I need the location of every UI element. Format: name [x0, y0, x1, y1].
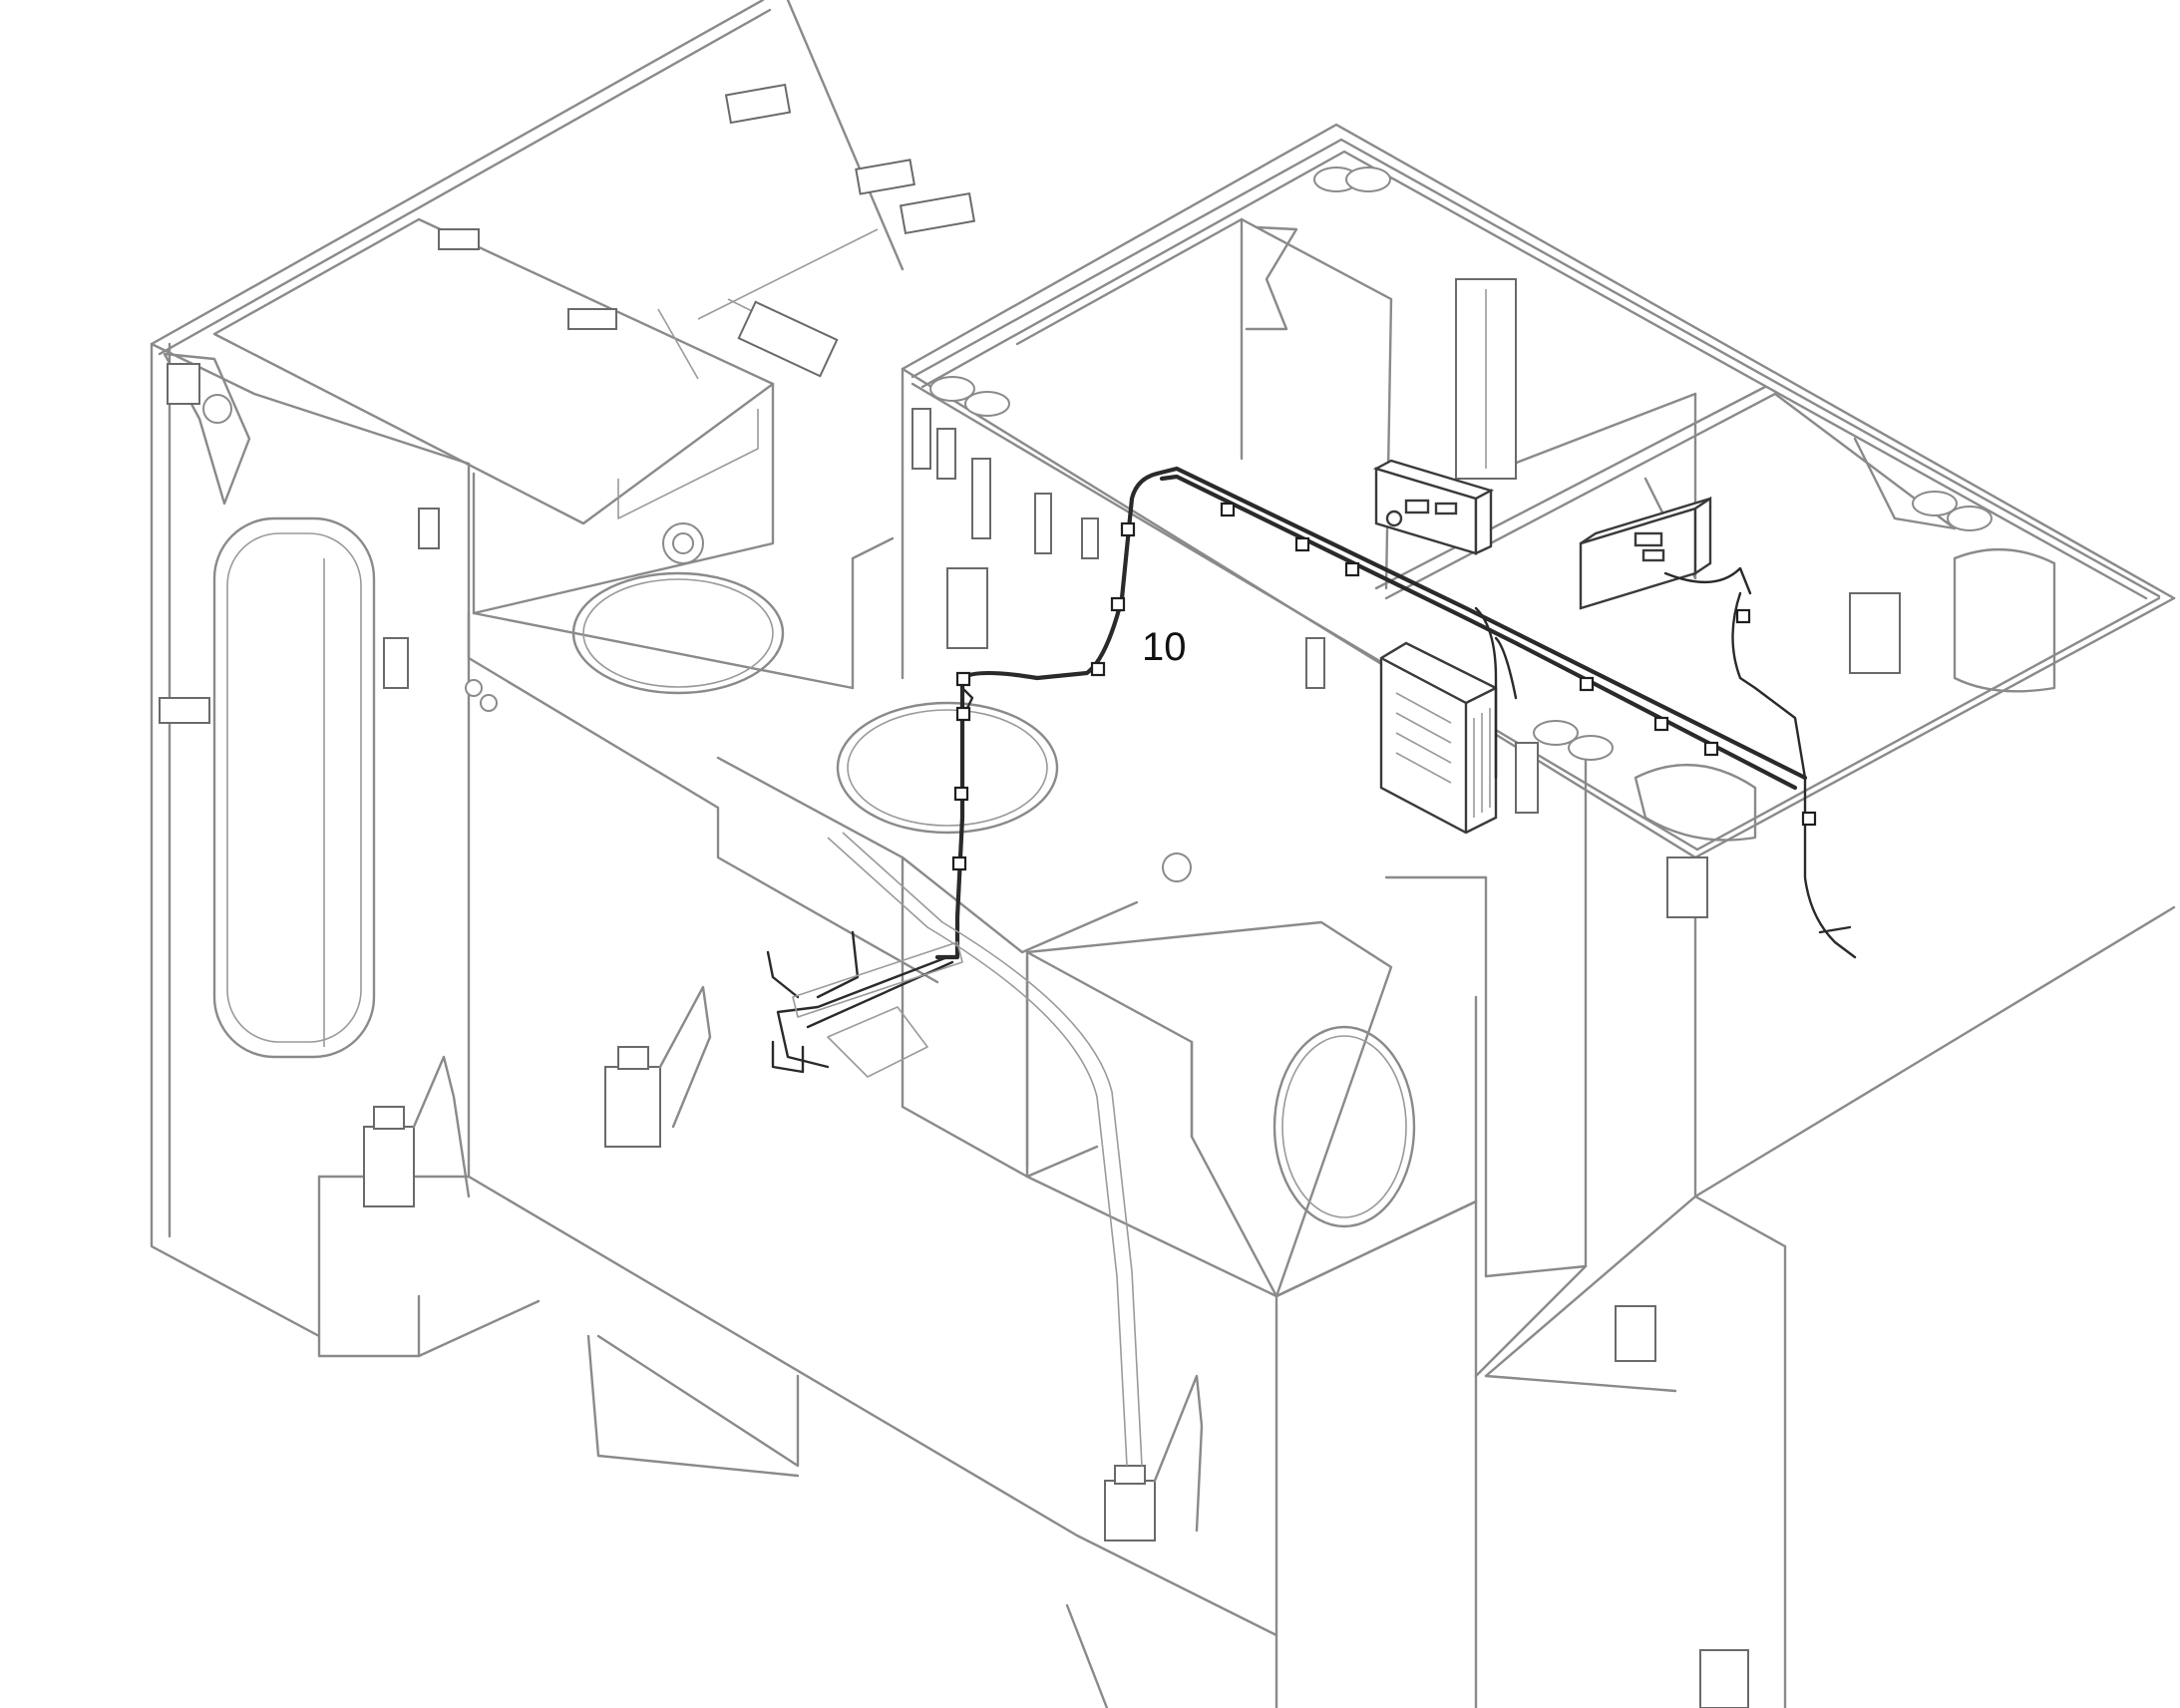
front-studs: [911, 408, 1539, 814]
control-box-1: [1372, 459, 1495, 555]
drive-unit: [1379, 641, 1498, 835]
wiring-harness: [766, 466, 1857, 1069]
control-box-2: [1579, 496, 1712, 610]
pipe-run: [827, 832, 1143, 1467]
round-covers: [465, 522, 1416, 1228]
callout-harness-label: 10: [1142, 625, 1187, 669]
left-frame-body: [150, 0, 1478, 1708]
rear-compartment: [901, 123, 2176, 1708]
filter-housings: [363, 985, 1749, 1708]
connector-plate: [771, 941, 963, 1078]
